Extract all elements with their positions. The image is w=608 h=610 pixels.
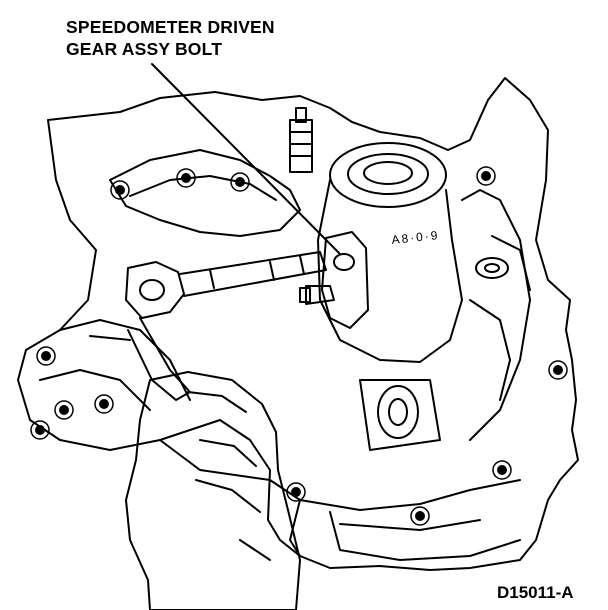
callout-line-2: GEAR ASSY BOLT: [66, 39, 223, 59]
callout-line-1: SPEEDOMETER DRIVEN: [66, 17, 275, 37]
gear-retainer: [321, 231, 369, 329]
figure-id: D15011-A: [497, 583, 574, 602]
ratchet-head: [125, 261, 185, 319]
case-bolts: [35, 171, 563, 521]
callout-label: SPEEDOMETER DRIVEN GEAR ASSY BOLT: [66, 16, 275, 60]
ratchet-handle: [127, 317, 191, 401]
hand: [125, 371, 301, 610]
callout-leader-line: [151, 63, 341, 255]
ratchet-extension: [179, 251, 327, 297]
upper-flange: [109, 149, 301, 237]
case-marking: A8·0·9: [391, 228, 440, 247]
